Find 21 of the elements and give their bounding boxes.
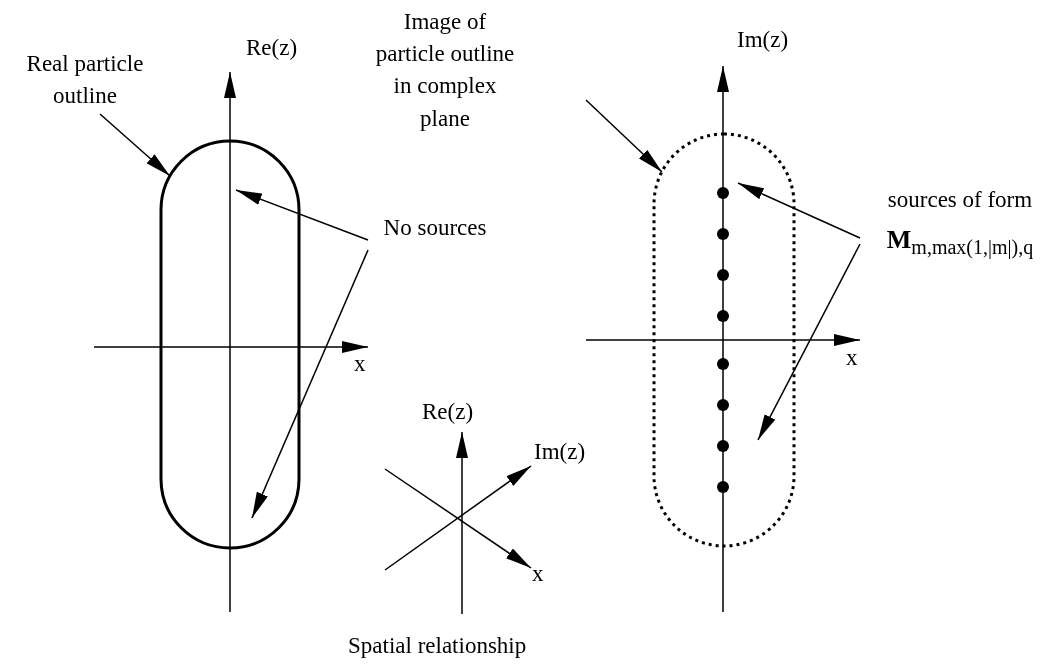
- axis-label: x: [532, 562, 544, 585]
- leader-arrow: [235, 189, 369, 241]
- axis-label: Re(z): [246, 36, 298, 59]
- callout-text: Real particle outline: [25, 50, 145, 111]
- caption: Spatial relationship: [348, 634, 527, 657]
- leader-arrow: [99, 113, 171, 177]
- callout-text: sources of form: [886, 186, 1034, 214]
- callout-text: No sources: [382, 214, 488, 242]
- leader-arrow: [585, 99, 663, 173]
- leader-arrow: [737, 182, 861, 239]
- axis-label: x: [354, 352, 366, 375]
- leader-arrow: [251, 249, 369, 519]
- axis-label: Re(z): [422, 400, 474, 423]
- particle-outline: [654, 134, 794, 546]
- callout-text: Image of particle outline in complex plane: [374, 8, 516, 133]
- axis-label: x: [846, 346, 858, 369]
- particle-outline: [161, 141, 299, 548]
- axis-label: Im(z): [534, 440, 586, 463]
- axis-label: Im(z): [737, 28, 789, 51]
- formula: M$_{m,max(1,|m|),q}$: [885, 224, 1035, 261]
- leader-arrow: [757, 243, 861, 441]
